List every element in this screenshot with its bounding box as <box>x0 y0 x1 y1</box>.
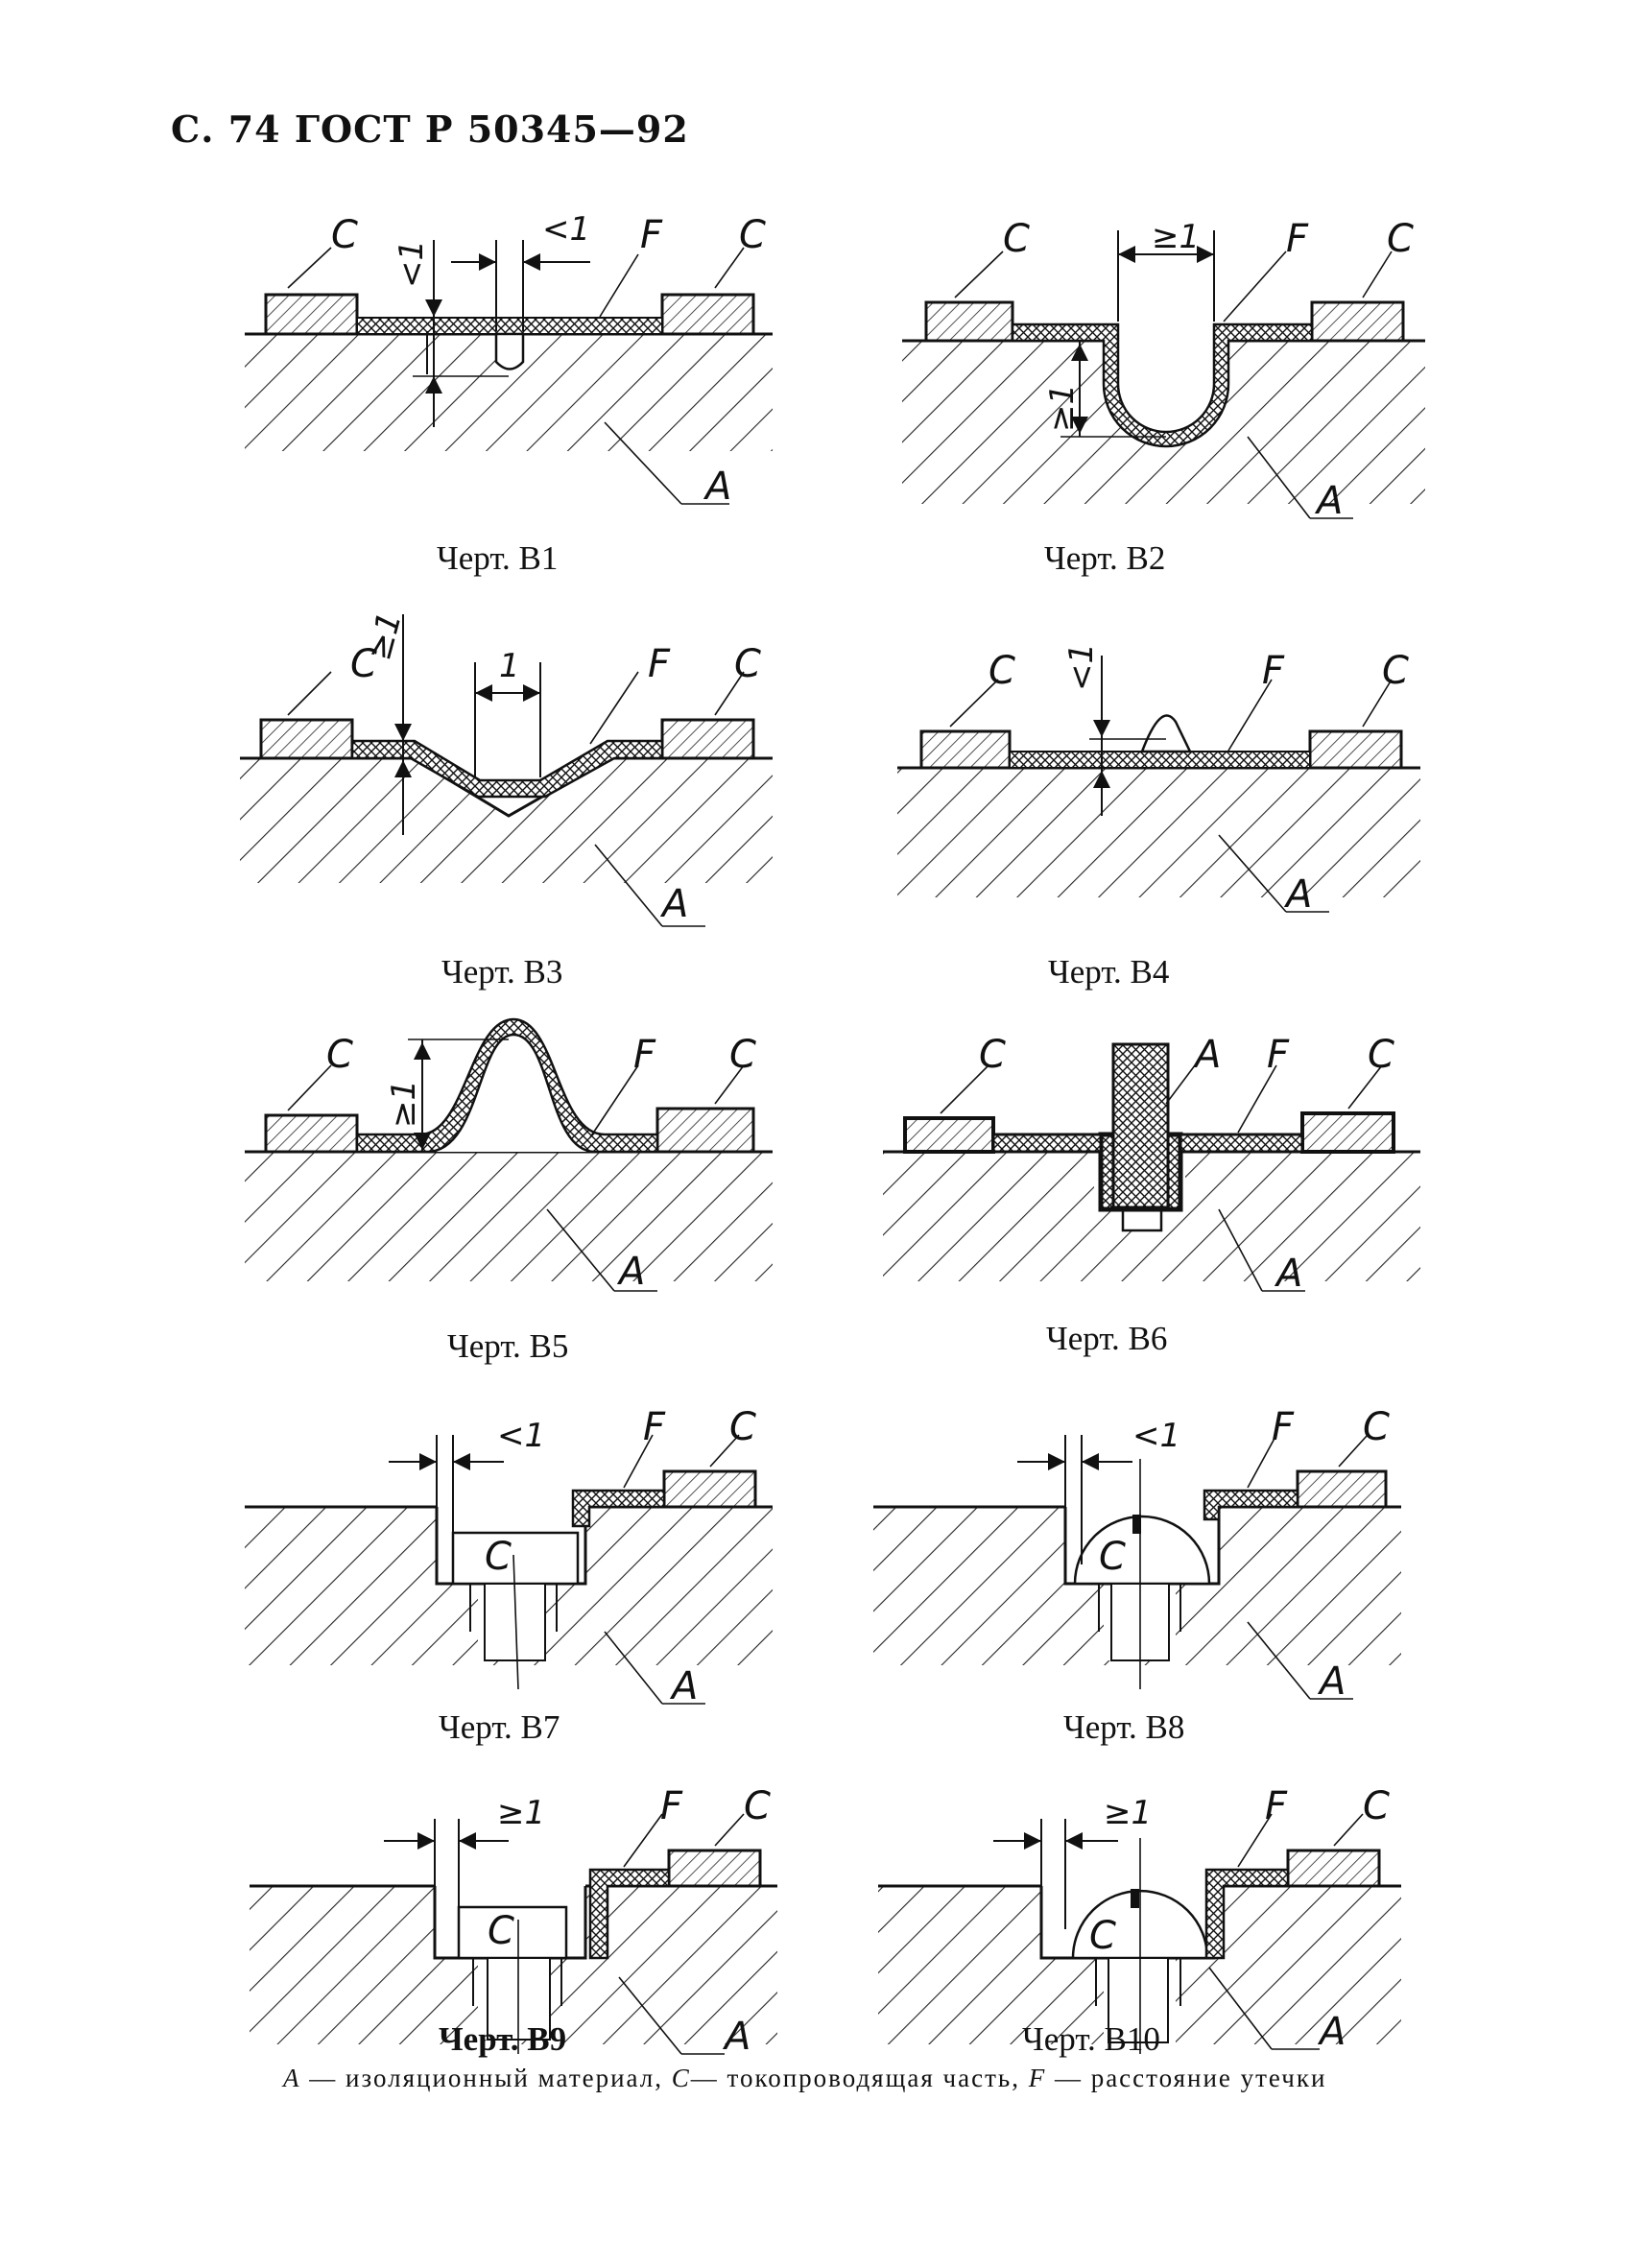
figure-caption: Черт. В3 <box>441 953 563 991</box>
figure-b1: C C F A <1 <1 <box>245 210 773 509</box>
label-f: F <box>633 1033 656 1077</box>
legend-f-symbol: F <box>1028 2064 1047 2092</box>
legend-a-text: — изоляционный материал, <box>309 2064 663 2092</box>
label-c: C <box>350 642 377 686</box>
label-c: C <box>729 1033 756 1077</box>
label-f: F <box>1262 649 1285 693</box>
label-f: F <box>648 642 671 686</box>
legend-c-symbol: C <box>671 2064 691 2092</box>
label-c: C <box>734 642 761 686</box>
label-a: A <box>1192 1033 1221 1077</box>
label-c: C <box>744 1784 771 1828</box>
dim-value: ≥1 <box>360 609 410 665</box>
dim-value: ≥1 <box>1152 218 1200 256</box>
figure-caption: Черт. В10 <box>1022 2020 1160 2058</box>
figure-caption: Черт. В7 <box>439 1708 560 1746</box>
dim-value: <1 <box>542 210 590 249</box>
label-c: C <box>488 1909 514 1953</box>
label-a: A <box>1283 872 1312 917</box>
dim-value: <1 <box>1062 643 1101 691</box>
label-a: A <box>703 465 731 509</box>
label-c: C <box>331 213 358 257</box>
label-f: F <box>1267 1033 1290 1077</box>
dim-value: <1 <box>497 1417 545 1455</box>
label-a: A <box>1314 479 1343 523</box>
label-c: C <box>1089 1914 1116 1958</box>
label-c: C <box>729 1405 756 1449</box>
label-c: C <box>485 1535 512 1579</box>
label-a: A <box>669 1664 698 1708</box>
figure-b9: C C F A ≥1 <box>250 1784 777 2059</box>
label-f: F <box>1286 217 1309 261</box>
dim-value: ≥1 <box>1104 1794 1152 1832</box>
figure-b2: C C F A ≥1 ≥1 <box>902 217 1425 523</box>
figure-b4: C C F A <1 <box>897 643 1420 917</box>
figure-caption: Черт. В5 <box>447 1327 569 1365</box>
figure-b10: C C F A ≥1 <box>878 1784 1401 2054</box>
legend-a-symbol: A <box>283 2064 301 2092</box>
label-c: C <box>1382 649 1409 693</box>
label-c: C <box>1363 1405 1390 1449</box>
label-c: C <box>1003 217 1030 261</box>
figure-caption: Черт. В9 <box>439 2020 567 2058</box>
label-c: C <box>1099 1535 1126 1579</box>
label-f: F <box>640 213 663 257</box>
figure-caption: Черт. В8 <box>1063 1708 1185 1746</box>
label-f: F <box>643 1405 666 1449</box>
figure-caption: Черт. В4 <box>1048 953 1170 991</box>
dim-value: ≥1 <box>385 1080 423 1128</box>
legend-f-text: — расстояние утечки <box>1054 2064 1327 2092</box>
figure-caption: Черт. В2 <box>1044 539 1166 577</box>
dim-value: 1 <box>499 647 520 685</box>
label-c: C <box>1387 217 1414 261</box>
figure-caption: Черт. В1 <box>437 539 559 577</box>
page-header: С. 74 ГОСТ Р 50345—92 <box>171 107 689 151</box>
legend: A — изоляционный материал, C— токопровод… <box>283 2064 1326 2093</box>
label-f: F <box>1272 1405 1295 1449</box>
dim-value: <1 <box>393 240 431 288</box>
dim-value: <1 <box>1132 1417 1180 1455</box>
figure-b5: C C F A ≥1 <box>245 1017 773 1294</box>
label-f: F <box>1265 1784 1288 1828</box>
label-c: C <box>739 213 766 257</box>
label-a: A <box>659 882 688 926</box>
figure-b8: C C F A <1 <box>873 1405 1401 1704</box>
figure-b3: C C F A 1 ≥1 <box>240 609 773 927</box>
dim-value: ≥1 <box>497 1794 545 1832</box>
figure-caption: Черт. В6 <box>1046 1320 1168 1357</box>
legend-c-text: — токопроводящая часть, <box>690 2064 1020 2092</box>
label-a: A <box>722 2015 751 2059</box>
dim-value: ≥1 <box>1043 384 1082 432</box>
label-c: C <box>979 1033 1006 1077</box>
label-a: A <box>1274 1252 1302 1296</box>
figure-b7: C C F A <1 <box>245 1405 773 1708</box>
label-a: A <box>1317 1659 1346 1704</box>
label-f: F <box>660 1784 683 1828</box>
figure-b6: C C F A A <box>883 1033 1420 1296</box>
label-a: A <box>616 1250 645 1294</box>
label-c: C <box>1363 1784 1390 1828</box>
label-c: C <box>1368 1033 1394 1077</box>
label-c: C <box>989 649 1015 693</box>
label-c: C <box>326 1033 353 1077</box>
label-a: A <box>1317 2010 1346 2054</box>
